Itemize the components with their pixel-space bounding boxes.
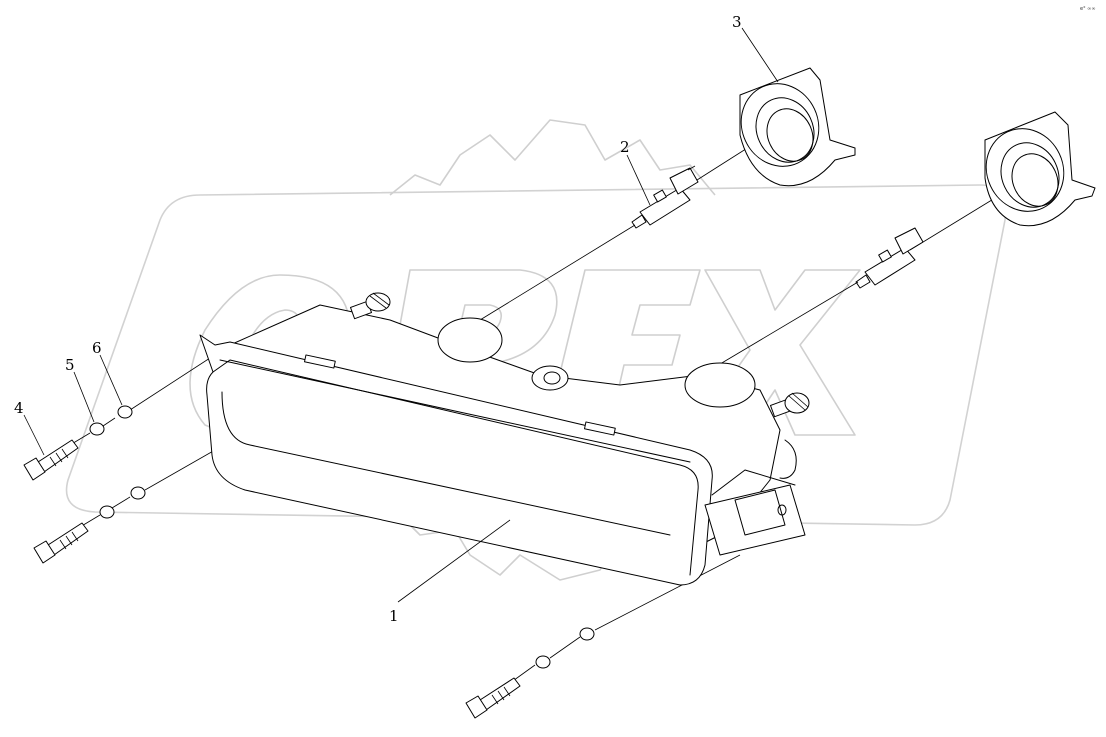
- rear-socket-left: [437, 317, 503, 363]
- bulb-left: [631, 165, 699, 229]
- rear-socket-center: [531, 365, 569, 391]
- callout-5: 5: [65, 356, 75, 374]
- headlamp-housing: [199, 292, 810, 586]
- adjuster-knob-left: [349, 292, 391, 320]
- housing-lens: [199, 334, 713, 586]
- leader-lines: [23, 27, 779, 603]
- bolt-3: [465, 677, 521, 719]
- bolt-1: [23, 439, 79, 481]
- callout-2: 2: [620, 138, 630, 156]
- rear-socket-right: [684, 362, 756, 408]
- bulb-right: [855, 227, 924, 289]
- adjuster-knob-right: [769, 392, 810, 418]
- watermark-gear: [389, 119, 716, 196]
- callout-4: 4: [14, 399, 24, 417]
- washers: [89, 405, 595, 669]
- callout-3: 3: [732, 13, 742, 31]
- callout-6: 6: [92, 339, 102, 357]
- callout-1: 1: [389, 607, 399, 625]
- bolt-2: [33, 522, 89, 564]
- mounting-bracket: [704, 484, 806, 556]
- dust-cap-right: [984, 111, 1096, 227]
- dust-cap-left: [739, 67, 856, 187]
- corner-mark: e° ∞∞: [1080, 6, 1096, 12]
